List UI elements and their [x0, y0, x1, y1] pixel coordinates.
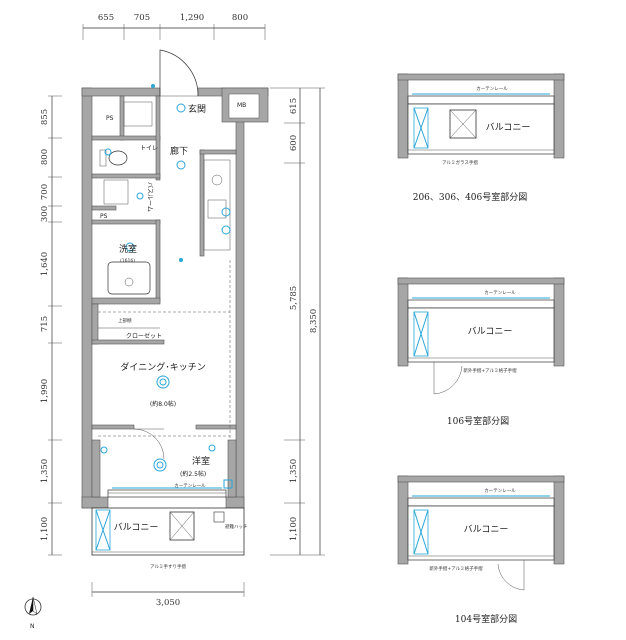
rouka-label: 廊下 — [170, 145, 188, 157]
dim-right-5: 1,100 — [289, 517, 299, 541]
dim-left-4: 300 — [40, 206, 50, 222]
dim-right-total: 8,350 — [309, 309, 319, 333]
dim-right-1: 615 — [289, 98, 299, 114]
partial-1: カーテンレール バルコニー アルミガラス手摺 206、306、406号室部分図 — [397, 73, 565, 203]
dim-right-4: 1,350 — [289, 459, 299, 483]
north-arrow-icon: N — [24, 596, 42, 630]
top-dimension-line: 655 705 1,290 800 — [82, 13, 266, 40]
dim-bottom: 3,050 — [156, 598, 180, 608]
washitsu-label: 洗室 — [119, 243, 137, 255]
partial-2-curtain: カーテンレール — [484, 290, 516, 296]
yoshitsu-size: (約2.5帖) — [180, 470, 206, 478]
partial-2-caption: 106号室部分図 — [447, 415, 509, 427]
main-walls — [81, 87, 269, 509]
balcony-label: バルコニー — [114, 522, 159, 533]
ps1-label: PS — [106, 115, 114, 122]
dim-left-5: 1,640 — [40, 252, 50, 276]
dim-top-2: 705 — [134, 13, 150, 23]
curtain-rail-label: カーテンレール — [174, 483, 206, 489]
partial-3-balcony: バルコニー — [464, 524, 509, 535]
partial-2-balcony: バルコニー — [468, 326, 513, 337]
dim-left-9: 1,100 — [40, 517, 50, 541]
ps2-label: PS — [100, 213, 108, 220]
entrance-door — [159, 49, 199, 97]
dim-left-2: 800 — [40, 149, 50, 165]
bottom-window: カーテンレール — [107, 483, 227, 498]
partial-3: カーテンレール バルコニー 新外手摺+アルミ格子手摺 104号室部分図 — [397, 475, 565, 625]
yoshitsu-label: 洋室 — [192, 455, 210, 467]
dim-left-3: 700 — [40, 184, 50, 200]
bath-label: バスルーム — [146, 182, 153, 212]
dim-top-3: 1,290 — [180, 13, 204, 23]
partial-3-curtain: カーテンレール — [484, 488, 516, 494]
fixtures — [98, 84, 233, 489]
dim-right-3: 5,785 — [289, 286, 299, 310]
bottom-dimension-line: 3,050 — [91, 582, 245, 608]
mb-label: MB — [237, 102, 246, 109]
dim-top-4: 800 — [232, 13, 248, 23]
partial-2-note: 新外手摺+アルミ格子手摺 — [463, 367, 517, 374]
partial-1-balcony: バルコニー — [486, 122, 531, 133]
jogesoku-label: 上部棚 — [118, 317, 132, 324]
partial-1-note: アルミガラス手摺 — [442, 159, 478, 166]
fence-note: アルミ手すり手摺 — [150, 563, 186, 570]
washitsu-size: (1616) — [120, 258, 135, 264]
dim-left-7: 1,990 — [40, 379, 50, 403]
partial-1-caption: 206、306、406号室部分図 — [413, 191, 528, 203]
left-dimension-line: 855 800 700 300 1,640 715 1,990 1,350 1,… — [40, 95, 62, 556]
dim-top-1: 655 — [98, 13, 114, 23]
ldk-size: (約8.0帖) — [150, 400, 176, 408]
partial-2: カーテンレール バルコニー 新外手摺+アルミ格子手摺 106号室部分図 — [397, 277, 565, 427]
partial-3-caption: 104号室部分図 — [455, 613, 517, 625]
north-label: N — [30, 623, 35, 630]
partial-1-curtain: カーテンレール — [476, 86, 508, 92]
main-balcony: バルコニー 避難ハッチ アルミ手すり手摺 — [91, 507, 248, 570]
toilet-label: トイレ — [140, 145, 158, 152]
dim-left-6: 715 — [40, 316, 50, 332]
ldk-label: ダイニング･キッチン — [120, 361, 206, 373]
hatch-note: 避難ハッチ — [225, 523, 248, 530]
dim-left-8: 1,350 — [40, 459, 50, 483]
right-dimension-lines: 615 600 5,785 1,350 1,100 8,350 — [270, 87, 325, 556]
closet-label: クローゼット — [126, 332, 162, 340]
genkan-label: 玄関 — [188, 103, 206, 115]
dim-left-1: 855 — [40, 109, 50, 125]
partial-3-note: 新外手摺+アルミ格子手摺 — [429, 565, 483, 572]
dim-right-2: 600 — [289, 135, 299, 151]
room-labels: PS PS MB 玄関 廊下 トイレ バスルーム 洗室 (1616) 上部棚 ク… — [100, 102, 246, 478]
